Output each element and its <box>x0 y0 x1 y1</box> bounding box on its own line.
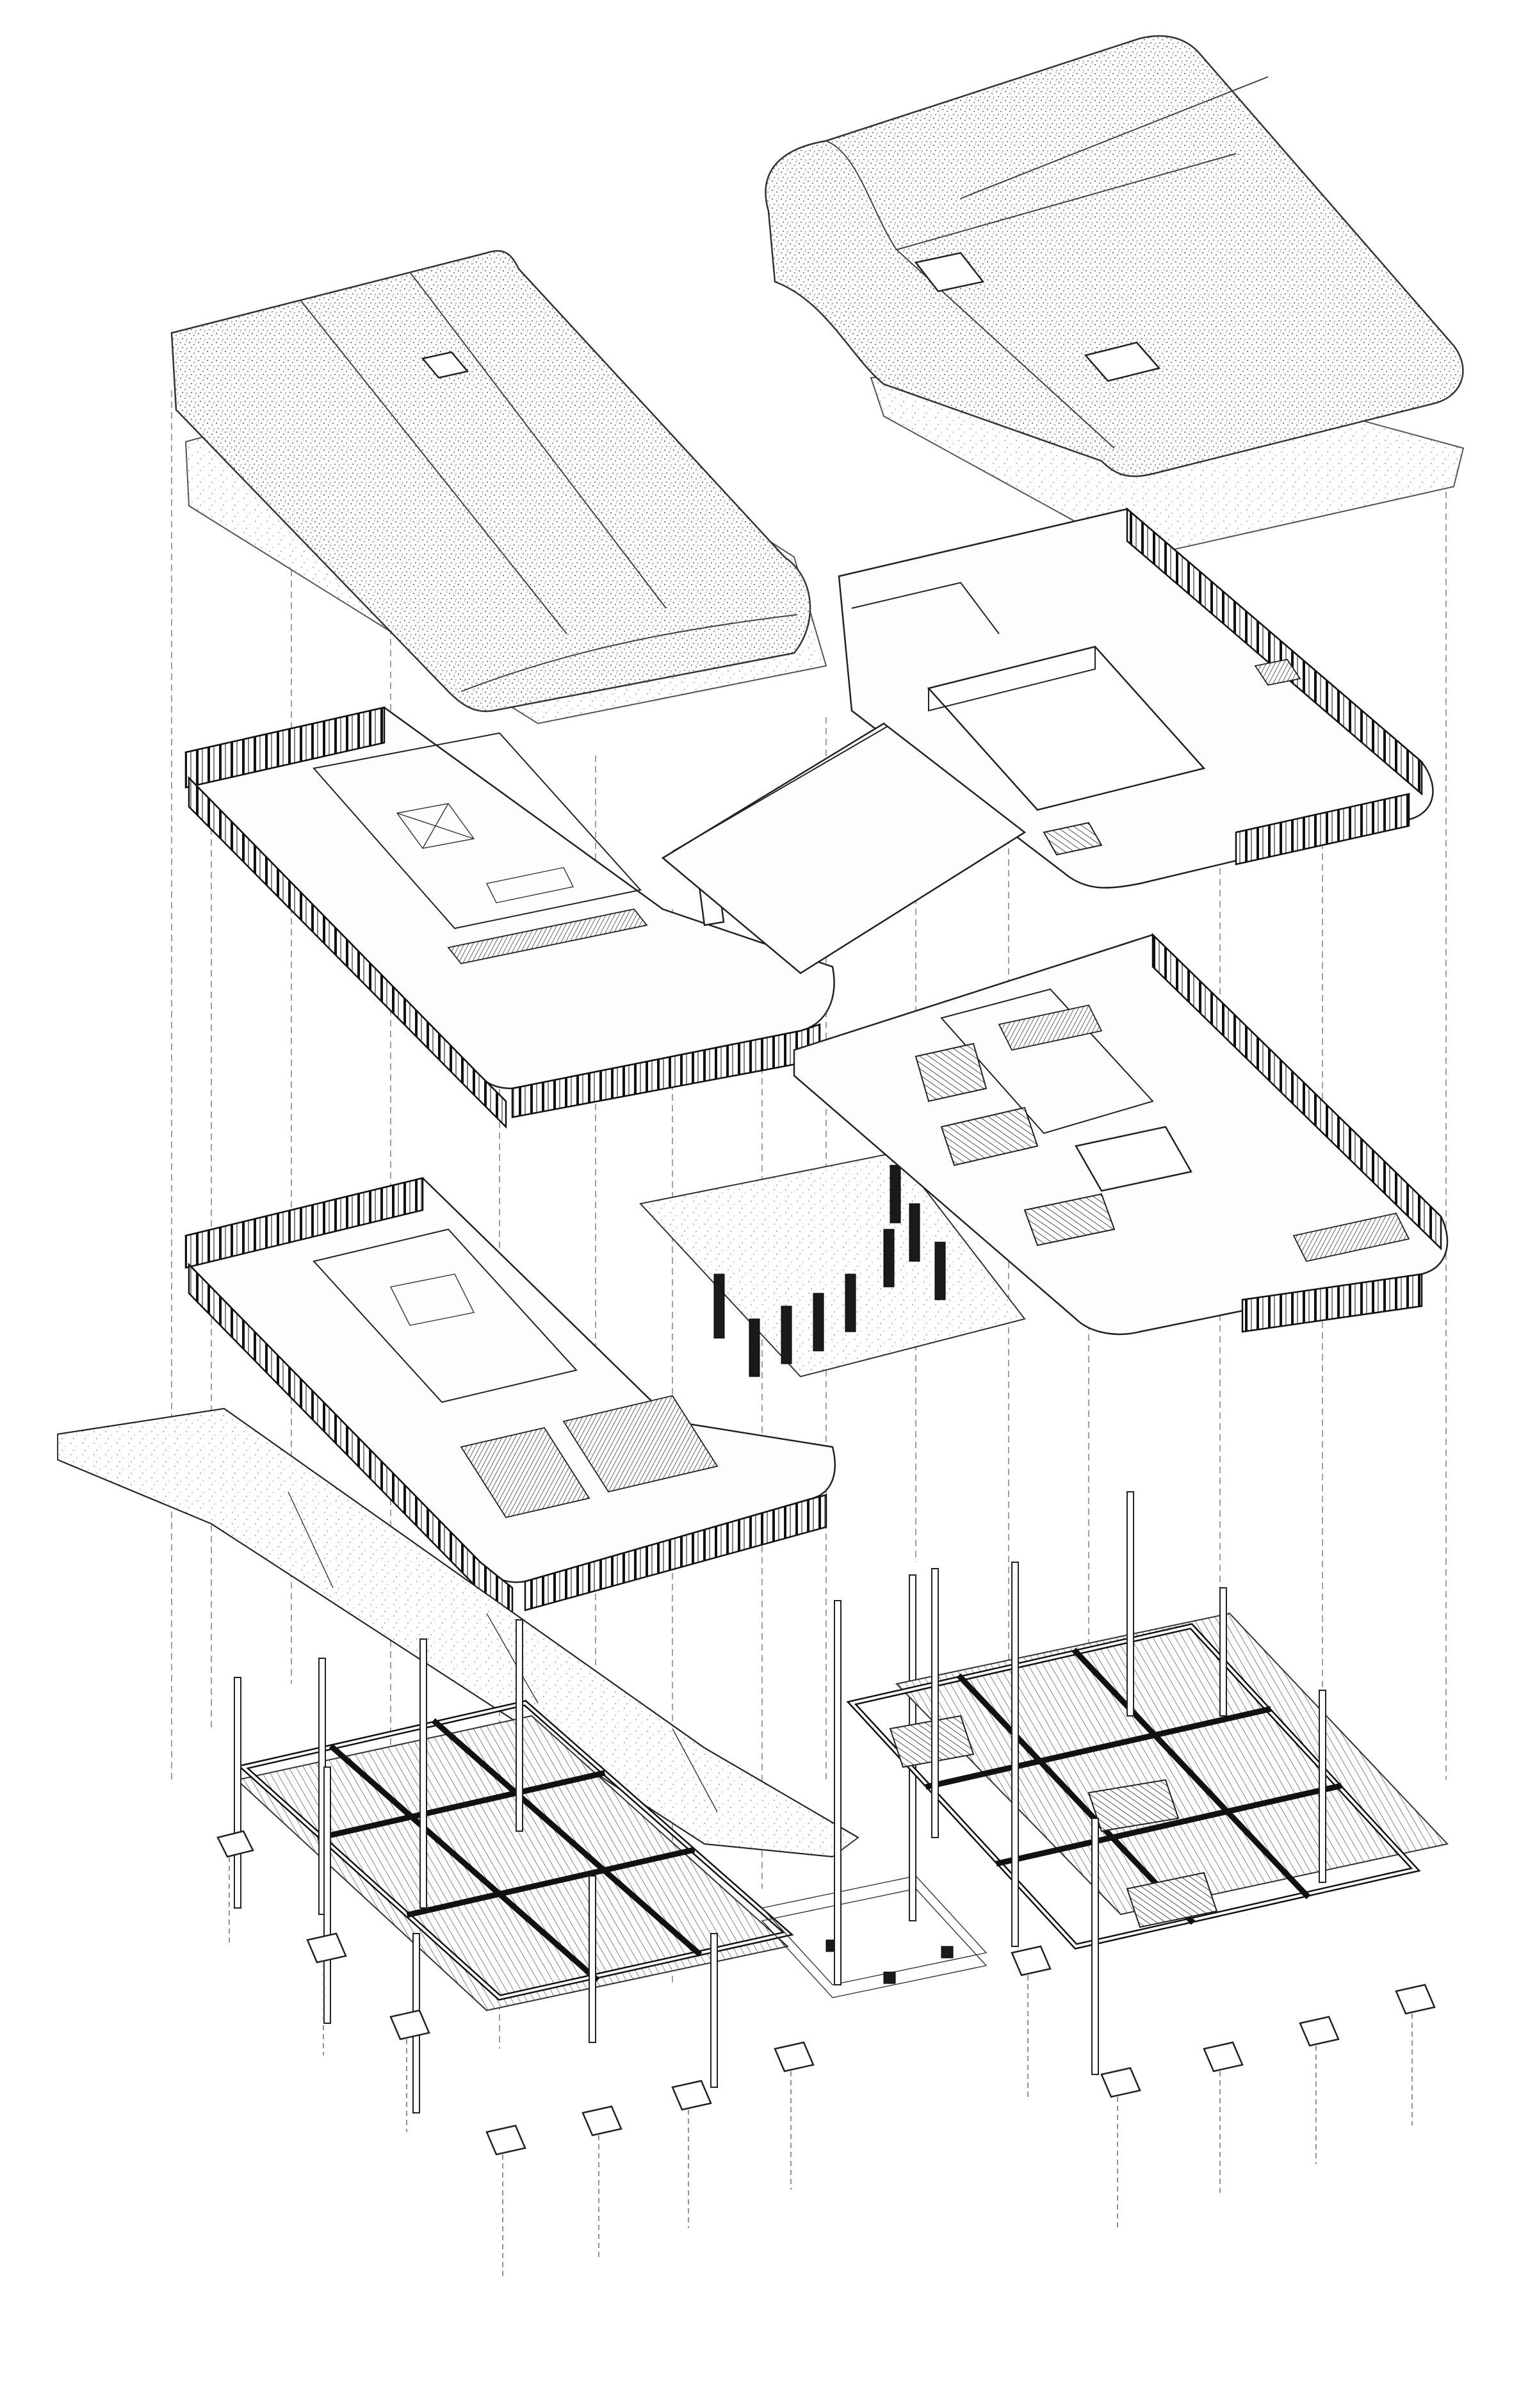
curtain-wall-south-east-ground <box>1241 1273 1423 1333</box>
upper-link-bridge <box>661 722 1027 974</box>
curtain-wall-south-ground <box>524 1494 827 1612</box>
curtain-wall-west <box>188 775 507 1129</box>
roof-east <box>765 35 1465 558</box>
structure-link <box>761 1574 988 1998</box>
stair-ground-east-1 <box>915 1042 988 1103</box>
skylight-well-ground <box>389 1273 475 1326</box>
desks-ground-east-2 <box>1292 1212 1410 1263</box>
upper-floor-west <box>184 706 835 1129</box>
stair-structure-east-3 <box>1126 1871 1218 1928</box>
curtain-wall-east-upper <box>1126 507 1423 796</box>
upper-floor-east <box>838 507 1434 889</box>
curtain-wall-north-ground <box>184 1177 424 1269</box>
structure-west <box>216 1619 815 2279</box>
roof-west <box>170 250 827 725</box>
structure-east <box>846 1491 1449 2228</box>
central-void-ground <box>1075 1126 1192 1192</box>
roof-skylight-east-2 <box>1084 341 1161 382</box>
courtyard-paving <box>639 1151 1026 1378</box>
ground-floor-east <box>793 933 1449 1336</box>
roof-skylight <box>421 351 469 379</box>
stair-ground-east-2 <box>940 1106 1039 1167</box>
curtain-wall-east-ground <box>1151 933 1442 1250</box>
courtyard-columns <box>713 1165 946 1377</box>
ground-floor-west <box>184 1151 1026 1619</box>
counter-seating <box>447 909 648 964</box>
roof-skylight-east-1 <box>914 252 985 293</box>
stair-upper-east <box>1043 821 1103 856</box>
auditorium-seating-right <box>562 1394 719 1493</box>
stair-ground-east-3 <box>1023 1193 1116 1247</box>
desks-ground-east-1 <box>998 1004 1103 1051</box>
landscape-ramp <box>57 1407 859 1858</box>
curtain-wall-south-east-upper <box>1235 793 1410 866</box>
auditorium-seating-left <box>460 1426 590 1519</box>
desks-upper-east <box>1254 658 1301 686</box>
curtain-wall-north <box>184 706 386 789</box>
